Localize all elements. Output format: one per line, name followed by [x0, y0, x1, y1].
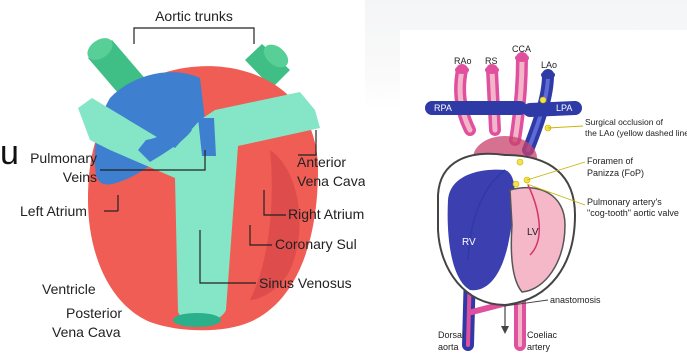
label-rs: RS [485, 56, 498, 66]
label-pulmonary-veins-1: Pulmonary [30, 150, 97, 166]
fop-marker-3 [513, 181, 519, 187]
heart-diagram: Aortic trunks Pulmonary Veins Left Atriu… [0, 0, 365, 357]
label-rv: RV [462, 237, 476, 248]
label-surgical-2: the LAo (yellow dashed line) [585, 128, 687, 138]
label-aortic-trunks: Aortic trunks [155, 8, 233, 24]
label-coeliac-1: Coeliac [527, 330, 558, 340]
leader-surgical [548, 126, 583, 128]
label-coronary: Coronary Sul [275, 236, 357, 252]
circulation-diagram: RAo RS CCA LAo RPA LPA Surgical occlusio… [400, 30, 687, 357]
label-right-atrium: Right Atrium [288, 206, 364, 222]
descending-arrowhead [501, 326, 509, 334]
label-anterior-2: Vena Cava [297, 173, 365, 189]
label-pulmonary-valve-2: "cog-tooth" aortic valve [587, 208, 679, 218]
label-foramen-1: Foramen of [587, 156, 634, 166]
fop-marker-1 [517, 159, 523, 165]
label-rao: RAo [454, 56, 472, 66]
label-anastomosis: anastomosis [550, 295, 601, 305]
label-dorsal-2: aorta [438, 342, 459, 352]
label-coeliac-2: artery [527, 342, 551, 352]
label-pulmonary-valve-1: Pulmonary artery's [587, 197, 662, 207]
label-foramen-2: Panizza (FoP) [587, 168, 644, 178]
sinus-venosus-end [173, 313, 221, 327]
leader-aortic-trunks [134, 28, 254, 44]
label-ventricle: Ventricle [42, 281, 96, 297]
label-anterior-1: Anterior [297, 154, 346, 170]
label-dorsal-1: Dorsal [438, 330, 464, 340]
label-sinus-venosus: Sinus Venosus [259, 275, 352, 291]
label-posterior-2: Vena Cava [52, 324, 121, 340]
occlusion-marker-1 [540, 97, 546, 103]
label-cca: CCA [512, 44, 531, 54]
label-pulmonary-veins-2: Veins [63, 169, 97, 185]
label-lpa: LPA [556, 103, 572, 113]
label-rpa: RPA [434, 103, 452, 113]
label-surgical-1: Surgical occlusion of [585, 117, 664, 127]
label-lv: LV [527, 227, 539, 238]
label-posterior-1: Posterior [66, 305, 122, 321]
label-lao: LAo [541, 60, 557, 70]
label-left-atrium: Left Atrium [20, 203, 87, 219]
